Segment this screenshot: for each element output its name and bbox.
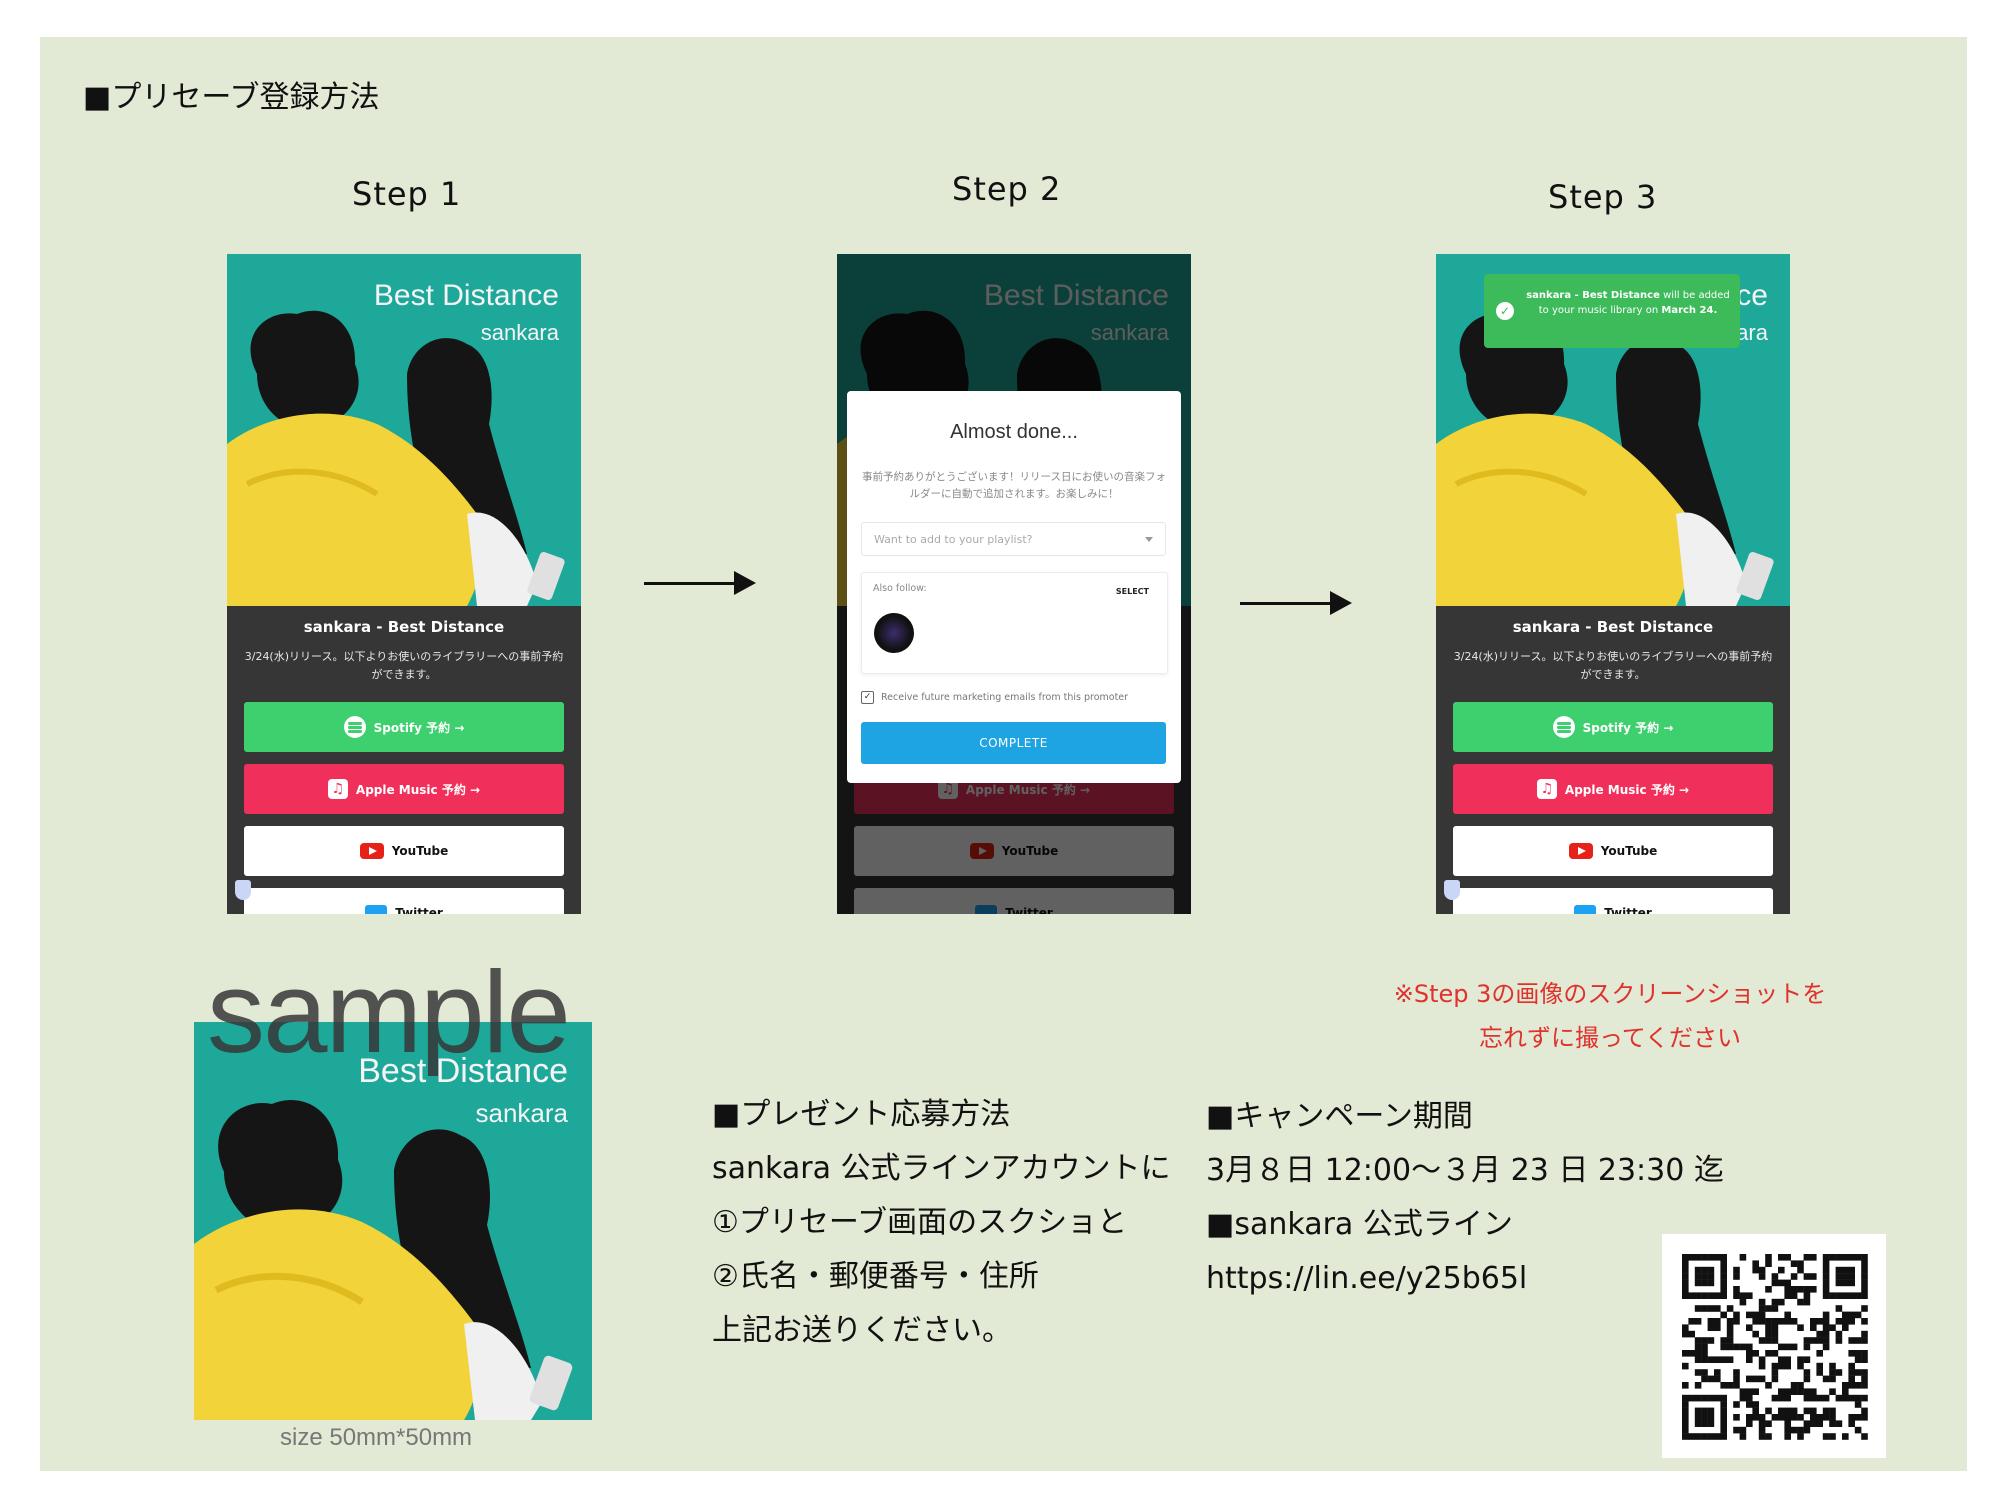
youtube-label: YouTube [1600, 844, 1658, 858]
modal-title: Almost done... [950, 421, 1078, 443]
twitter-label: Twitter [1604, 906, 1652, 914]
twitter-icon [365, 905, 388, 914]
youtube-icon [1568, 843, 1593, 859]
youtube-label: YouTube [391, 844, 449, 858]
artwork-illustration [227, 254, 581, 606]
campaign-period: 3月８日 12:00〜３月 23 日 23:30 迄 [1206, 1153, 1724, 1188]
twitter-button[interactable]: Twitter [244, 888, 564, 914]
artwork-title: Best Distance [373, 279, 559, 312]
follow-select-button[interactable]: SELECT [1115, 587, 1149, 596]
campaign-heading: ■キャンペーン期間 [1206, 1099, 1473, 1134]
sample-sticker-image: Best Distance sankara [194, 1022, 592, 1420]
music-note-icon: ♫ [327, 779, 348, 799]
checkbox-icon[interactable]: ✓ [861, 691, 874, 704]
twitter-label: Twitter [395, 906, 443, 914]
screenshot-note: ※Step 3の画像のスクリーンショットを 忘れずに撮ってください [1370, 972, 1850, 1060]
spotify-label: Spotify 予約 → [1582, 720, 1674, 735]
check-circle-icon: ✓ [1496, 302, 1514, 320]
avatar[interactable] [874, 613, 914, 653]
sample-watermark: sample [207, 947, 571, 1077]
step-3-screen: Best Distance sankara ✓ sankara - Best D… [1436, 254, 1790, 914]
note-line-2: 忘れずに撮ってください [1478, 1024, 1742, 1052]
marketing-checkbox[interactable]: ✓ Receive future marketing emails from th… [861, 691, 1128, 704]
step-3-label: Step 3 [1548, 178, 1658, 216]
present-line-2: ①プリセーブ画面のスクショと [712, 1205, 1128, 1240]
spotify-presave-button[interactable]: Spotify 予約 → [244, 702, 564, 752]
follow-card: Also follow: SELECT [861, 572, 1168, 674]
line-heading: ■sankara 公式ライン [1206, 1207, 1513, 1242]
step-1-screen: Best Distance sankara sankara - Best Dis… [227, 254, 581, 914]
arrow-icon [1240, 591, 1352, 615]
shield-icon [235, 880, 251, 900]
sample-artwork-artist: sankara [475, 1098, 569, 1128]
album-artwork: Best Distance sankara ✓ sankara - Best D… [1436, 254, 1790, 606]
sticker-size: size 50mm*50mm [280, 1424, 473, 1451]
step-2-screen: Best Distance sankara ♫Apple Music 予約 → … [837, 254, 1191, 914]
present-instructions: ■プレゼント応募方法 sankara 公式ラインアカウントに ①プリセーブ画面の… [712, 1088, 1171, 1358]
spotify-icon [343, 716, 366, 738]
youtube-icon [359, 843, 384, 859]
arrow-icon [644, 571, 756, 595]
shield-icon [1444, 880, 1460, 900]
present-line-3: ②氏名・郵便番号・住所 [712, 1259, 1039, 1294]
spotify-icon [1552, 716, 1575, 738]
presave-modal: Almost done... 事前予約ありがとうございます！リリース日にお使いの… [847, 391, 1181, 783]
qr-code [1662, 1234, 1886, 1458]
playlist-select[interactable]: Want to add to your playlist? [861, 522, 1166, 556]
line-url-link[interactable]: https://lin.ee/y25b65l [1206, 1261, 1528, 1296]
album-artwork: Best Distance sankara [227, 254, 581, 606]
twitter-icon [1574, 905, 1597, 914]
complete-button[interactable]: COMPLETE [861, 722, 1166, 764]
toast-message: sankara - Best Distance will be added to… [1526, 290, 1730, 316]
twitter-button[interactable]: Twitter [1453, 888, 1773, 914]
release-title: sankara - Best Distance [1512, 618, 1714, 636]
music-note-icon: ♫ [1536, 779, 1557, 799]
step-1-label: Step 1 [352, 175, 462, 213]
present-heading: ■プレゼント応募方法 [712, 1097, 1011, 1132]
modal-message: 事前予約ありがとうございます！リリース日にお使いの音楽フォルダーに自動で追加され… [862, 471, 1166, 500]
present-line-1: sankara 公式ラインアカウントに [712, 1151, 1171, 1186]
present-line-4: 上記お送りください。 [712, 1313, 1012, 1348]
sample-artwork-title: Best Distance [358, 1052, 568, 1090]
release-description: 3/24(水)リリース。以下よりお使いのライブラリーへの事前予約ができます。 [1453, 650, 1773, 681]
release-description: 3/24(水)リリース。以下よりお使いのライブラリーへの事前予約ができます。 [244, 650, 564, 681]
follow-label: Also follow: [873, 583, 927, 594]
apple-music-label: Apple Music 予約 → [1564, 782, 1690, 797]
artwork-artist: sankara [480, 320, 559, 345]
success-toast: ✓ sankara - Best Distance will be added … [1484, 274, 1740, 348]
spotify-presave-button[interactable]: Spotify 予約 → [1453, 702, 1773, 752]
apple-music-presave-button[interactable]: ♫ Apple Music 予約 → [1453, 764, 1773, 814]
artwork-illustration [194, 1022, 592, 1420]
step-2-label: Step 2 [952, 170, 1062, 208]
campaign-info: ■キャンペーン期間 3月８日 12:00〜３月 23 日 23:30 迄 ■sa… [1206, 1090, 1724, 1306]
checkbox-label: Receive future marketing emails from thi… [881, 692, 1129, 703]
release-title: sankara - Best Distance [303, 618, 505, 636]
page-title: ■プリセーブ登録方法 [83, 80, 380, 115]
spotify-label: Spotify 予約 → [373, 720, 465, 735]
note-line-1: ※Step 3の画像のスクリーンショットを [1393, 980, 1827, 1008]
apple-music-presave-button[interactable]: ♫ Apple Music 予約 → [244, 764, 564, 814]
youtube-button[interactable]: YouTube [244, 826, 564, 876]
youtube-button[interactable]: YouTube [1453, 826, 1773, 876]
qr-code-image [1682, 1254, 1868, 1440]
apple-music-label: Apple Music 予約 → [355, 782, 481, 797]
